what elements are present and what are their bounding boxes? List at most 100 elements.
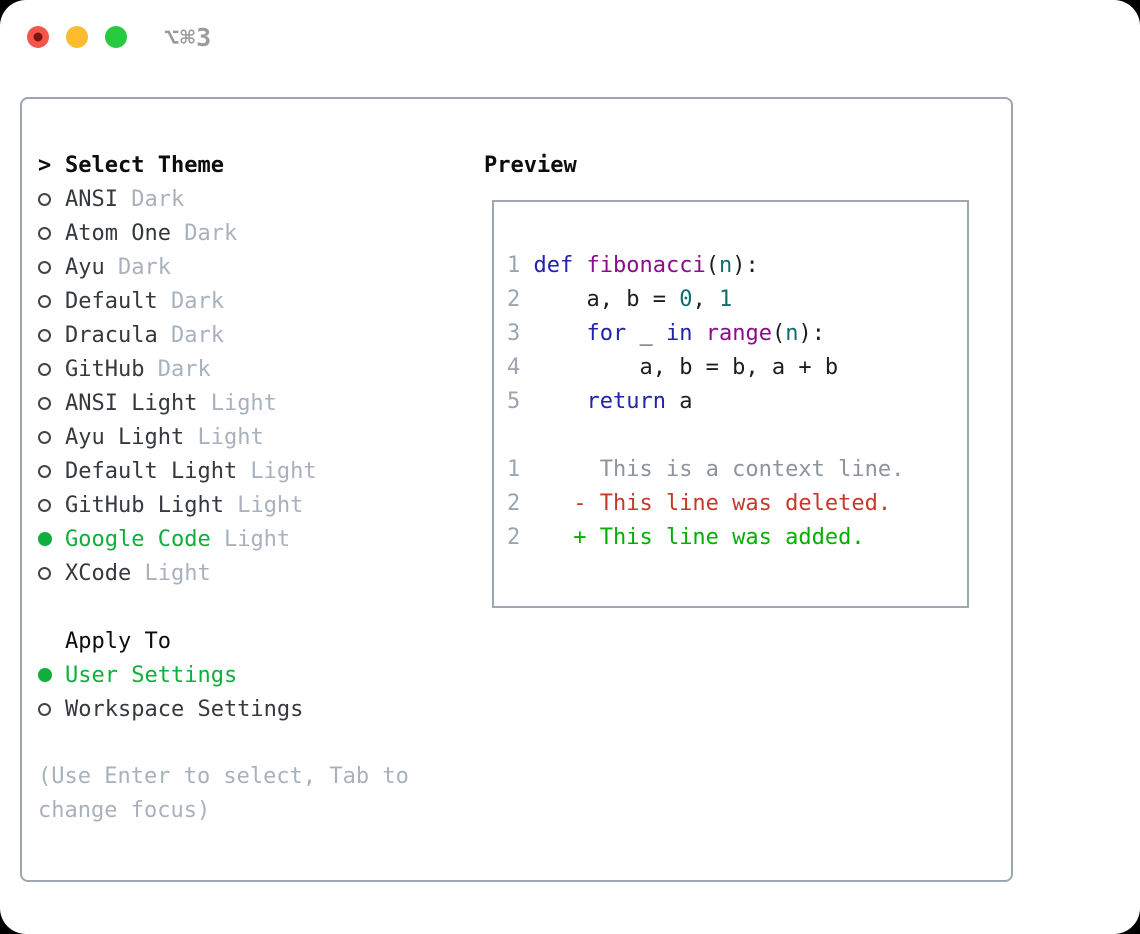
- theme-option-xcode[interactable]: XCode Light: [38, 556, 484, 590]
- apply-to-title: Apply To: [65, 628, 171, 654]
- apply-option-label: User Settings: [65, 662, 238, 688]
- line-number: 1: [507, 456, 521, 482]
- code-token-plain: ,: [692, 286, 719, 312]
- theme-option-github-light[interactable]: GitHub Light Light: [38, 488, 484, 522]
- preview-header-row: Preview: [484, 148, 1011, 182]
- code-token-keyword: for: [586, 320, 627, 346]
- apply-option-user-settings[interactable]: User Settings: [38, 658, 484, 692]
- code-line: 3 for _ in range(n):: [507, 316, 967, 350]
- radio-icon: [38, 396, 65, 410]
- select-theme-header: > Select Theme: [38, 148, 484, 182]
- code-line: 2 a, b = 0, 1: [507, 282, 967, 316]
- window-title: ⌥⌘3: [164, 22, 213, 52]
- theme-option-ayu[interactable]: Ayu Dark: [38, 250, 484, 284]
- diff-line-context: 1 This is a context line.: [507, 452, 967, 486]
- code-token-plain: _: [626, 320, 666, 346]
- theme-name: ANSI Light: [65, 390, 198, 416]
- line-number: 2: [507, 524, 521, 550]
- code-token-plain: a, b = b, a + b: [520, 354, 839, 380]
- code-token-plain: [573, 253, 586, 278]
- select-theme-title: Select Theme: [65, 152, 224, 178]
- diff-line-added: 2 + This line was added.: [507, 520, 967, 554]
- code-token-plain: [520, 253, 533, 278]
- code-token-plain: [692, 321, 705, 346]
- theme-name: XCode: [65, 560, 132, 586]
- theme-option-ansi[interactable]: ANSI Dark: [38, 182, 484, 216]
- theme-variant: Light: [131, 560, 211, 586]
- line-number: 2: [507, 286, 521, 312]
- selected-radio-icon: [38, 668, 65, 682]
- theme-option-dracula[interactable]: Dracula Dark: [38, 318, 484, 352]
- theme-name: Google Code: [65, 526, 211, 552]
- diff-text-context: This is a context line.: [520, 456, 905, 482]
- theme-variant: Dark: [104, 254, 171, 280]
- radio-icon: [38, 430, 65, 444]
- theme-name: Ayu Light: [65, 424, 185, 450]
- close-button[interactable]: [27, 26, 49, 48]
- selected-radio-icon: [38, 532, 65, 546]
- radio-icon: [38, 192, 65, 206]
- blank-line: [507, 418, 967, 452]
- line-number: 3: [507, 320, 521, 346]
- spacer: [38, 590, 484, 624]
- theme-variant: Dark: [170, 220, 238, 246]
- code-token-keyword: in: [665, 320, 693, 346]
- theme-option-ayu-light[interactable]: Ayu Light Light: [38, 420, 484, 454]
- theme-variant: Dark: [157, 288, 224, 314]
- radio-icon: [38, 362, 65, 376]
- theme-variant: Light: [223, 492, 304, 518]
- theme-name: Dracula: [65, 322, 158, 348]
- theme-variant: Dark: [157, 322, 224, 348]
- code-token-plain: (: [705, 252, 719, 278]
- radio-icon: [38, 702, 65, 716]
- code-token-literal: 1: [718, 286, 733, 312]
- code-token-plain: a: [665, 388, 693, 414]
- code-token-type: fibonacci: [586, 252, 706, 278]
- title-bar: ⌥⌘3: [0, 0, 1140, 74]
- help-text: (Use Enter to select, Tab to change focu…: [38, 764, 409, 823]
- radio-icon: [38, 294, 65, 308]
- code-token-type: range: [705, 320, 772, 346]
- radio-icon: [38, 464, 65, 478]
- traffic-lights: [27, 26, 127, 48]
- selection-caret: >: [38, 152, 52, 178]
- theme-name: Default: [65, 288, 158, 314]
- theme-option-ansi-light[interactable]: ANSI Light Light: [38, 386, 484, 420]
- diff-text-added: + This line was added.: [520, 524, 865, 550]
- theme-name: GitHub Light: [65, 492, 224, 518]
- theme-variant: Light: [210, 526, 291, 552]
- code-token-plain: [520, 389, 586, 414]
- minimize-button[interactable]: [66, 26, 88, 48]
- theme-name: Default Light: [65, 458, 238, 484]
- unsaved-indicator-dot: [33, 32, 43, 42]
- code-line: 4 a, b = b, a + b: [507, 350, 967, 384]
- code-token-literal: n: [785, 320, 799, 346]
- theme-option-atom-one[interactable]: Atom One Dark: [38, 216, 484, 250]
- line-number: 4: [507, 354, 521, 380]
- diff-text-deleted: - This line was deleted.: [520, 490, 892, 516]
- zoom-button[interactable]: [105, 26, 127, 48]
- line-number: 2: [507, 490, 521, 516]
- code-line: 1 def fibonacci(n):: [507, 248, 967, 282]
- theme-variant: Dark: [144, 356, 211, 382]
- code-token-keyword: return: [586, 388, 666, 414]
- code-token-literal: 0: [679, 286, 693, 312]
- line-number: 5: [507, 388, 521, 414]
- apply-option-workspace-settings[interactable]: Workspace Settings: [38, 692, 484, 726]
- theme-option-google-code[interactable]: Google Code Light: [38, 522, 484, 556]
- theme-variant: Light: [237, 458, 317, 484]
- theme-name: GitHub: [65, 356, 145, 382]
- code-token-plain: ):: [732, 252, 759, 278]
- theme-option-default-light[interactable]: Default Light Light: [38, 454, 484, 488]
- radio-icon: [38, 226, 65, 240]
- radio-icon: [38, 498, 65, 512]
- code-token-plain: a, b =: [520, 286, 680, 312]
- code-token-literal: n: [718, 252, 733, 278]
- apply-option-label: Workspace Settings: [65, 696, 304, 722]
- radio-icon: [38, 260, 65, 274]
- theme-option-github[interactable]: GitHub Dark: [38, 352, 484, 386]
- theme-option-default[interactable]: Default Dark: [38, 284, 484, 318]
